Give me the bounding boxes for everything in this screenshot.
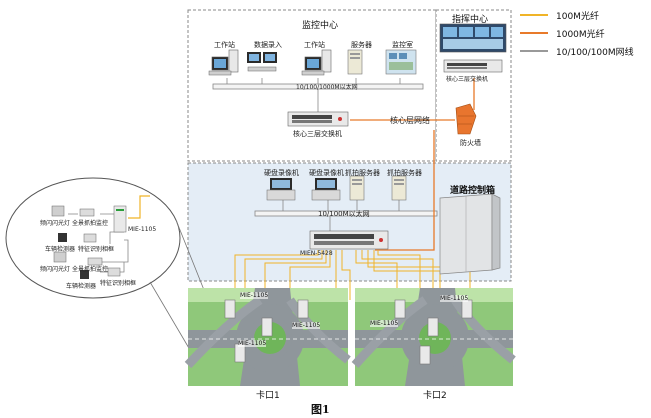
checkpoint-2-switch-label-2: MIE-1105 [370, 320, 399, 327]
zoom-label-panorama-2: 全景抓拍监控 [72, 266, 109, 273]
firewall-label: 防火墙 [460, 139, 481, 147]
core-switch-command-icon [443, 59, 503, 73]
zoom-strobe-light-1-icon [51, 205, 65, 217]
device-label-dvr-1: 硬盘录像机 [264, 169, 299, 177]
device-label-data-entry: 数据录入 [254, 41, 282, 49]
zoom-label-detector-2: 车辆检测器 [66, 283, 97, 290]
device-label-monitor-room: 监控室 [392, 41, 413, 49]
command-center-title: 指挥中心 [452, 15, 489, 25]
workstation-2-icon [301, 49, 332, 76]
legend-label-ethernet: 10/100/100M网线 [556, 48, 634, 58]
zoom-mie-1105-switch-icon [113, 205, 127, 233]
command-center-video-wall-icon [439, 23, 507, 53]
fiber-firewall-to-road [375, 130, 435, 251]
server-icon [347, 49, 363, 75]
zoom-feature-camera-2-icon [107, 267, 121, 277]
monitoring-room-icon [385, 49, 417, 75]
monitor-bus-label: 10/100/1000M以太网 [296, 84, 358, 91]
monitor-center-title: 监控中心 [302, 21, 339, 31]
zoom-strobe-light-2-icon [53, 251, 67, 263]
checkpoint-2-label: 卡口2 [423, 391, 447, 401]
device-label-capture-server-1: 抓拍服务器 [345, 169, 380, 177]
figure-caption: 图1 [311, 403, 330, 416]
data-entry-workstation-icon [247, 52, 277, 72]
dvr-1-icon [266, 178, 296, 201]
zoom-label-panorama-1: 全景抓拍监控 [72, 220, 109, 227]
monitor-switch-label: 核心三层交换机 [293, 130, 342, 138]
road-cabinet-label: 道路控制箱 [450, 186, 496, 196]
road-bus-label: 10/100M以太网 [318, 210, 370, 218]
capture-server-1-icon [349, 175, 365, 201]
checkpoint-1-switch-label-1: MIE-1105 [240, 292, 269, 299]
workstation-1-icon [208, 49, 239, 76]
legend-label-1000m-fiber: 1000M光纤 [556, 30, 605, 40]
checkpoint-1-switch-label-2: MIE-1105 [292, 322, 321, 329]
checkpoint-1-label: 卡口1 [256, 391, 280, 401]
mien-5428-switch-icon [309, 230, 389, 250]
zoom-vehicle-detector-1-icon [58, 233, 67, 242]
legend-label-100m-fiber: 100M光纤 [556, 12, 599, 22]
zoom-label-detector-1: 车辆检测器 [45, 246, 76, 253]
firewall-icon [455, 103, 477, 135]
zoom-label-feature-2: 特征识别相框 [100, 280, 137, 287]
zoom-panorama-camera-2-icon [87, 257, 103, 266]
checkpoint-2-scene [351, 288, 516, 386]
zoom-label-strobe-1: 频闪闪光灯 [40, 220, 71, 227]
command-switch-label: 核心三层交换机 [446, 76, 489, 83]
checkpoint-2-switch-label-1: MIE-1105 [440, 295, 469, 302]
core-switch-monitor-icon [287, 111, 349, 127]
device-label-dvr-2: 硬盘录像机 [309, 169, 344, 177]
zoom-vehicle-detector-2-icon [80, 270, 89, 279]
zoom-label-strobe-2: 频闪闪光灯 [40, 266, 71, 273]
road-control-cabinet-icon [439, 193, 501, 275]
device-label-server: 服务器 [351, 41, 372, 49]
checkpoint-1-switch-label-3: MIE-1105 [238, 340, 267, 347]
zoom-panorama-camera-1-icon [79, 208, 95, 217]
device-label-workstation-2: 工作站 [304, 41, 325, 49]
device-label-workstation-1: 工作站 [214, 41, 235, 49]
capture-server-2-icon [391, 175, 407, 201]
dvr-2-icon [311, 178, 341, 201]
mien-5428-label: MIEN-5428 [300, 250, 333, 257]
checkpoint-1-scene [184, 288, 351, 386]
zoom-switch-label: MIE-1105 [128, 226, 157, 233]
zoom-label-feature-1: 特征识别相框 [78, 246, 115, 253]
zoom-feature-camera-1-icon [83, 233, 97, 243]
core-network-label: 核心层网络 [390, 116, 430, 125]
road-bus [254, 210, 438, 217]
device-label-capture-server-2: 抓拍服务器 [387, 169, 422, 177]
